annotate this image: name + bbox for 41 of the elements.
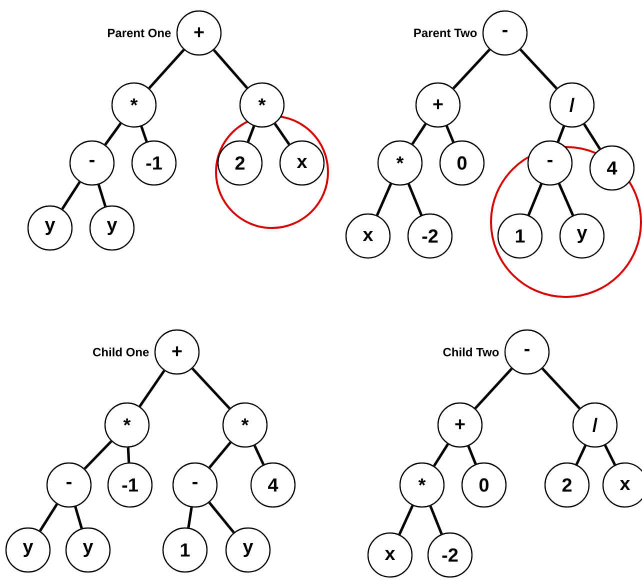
tree-edge (429, 505, 443, 534)
tree-title: Parent One (108, 28, 171, 38)
tree-edge (187, 507, 193, 528)
tree-title: Parent Two (414, 28, 477, 38)
tree-edge (575, 444, 587, 466)
tree-edge (84, 440, 112, 470)
tree-edge (452, 48, 491, 90)
tree-edge (126, 447, 130, 462)
tree-edge (246, 126, 256, 142)
tree-edge (445, 125, 455, 143)
tree-edge (104, 122, 122, 146)
tree-edge (208, 442, 232, 468)
tree-edge (556, 126, 566, 142)
tree-edge (140, 126, 148, 142)
tree-title: Child Two (443, 348, 499, 356)
tree-edge (61, 181, 81, 210)
tree-edge (274, 122, 290, 146)
tree-edge (191, 368, 231, 410)
tree-edge (398, 505, 414, 535)
tree-edge (376, 183, 392, 216)
tree-edge (138, 370, 166, 408)
tree-edge (541, 368, 581, 410)
tree-title: Child One (93, 348, 149, 356)
tree-edge (74, 506, 83, 529)
node-label: 4 (607, 161, 618, 175)
tree-edge (148, 48, 185, 90)
tree-edge (411, 123, 427, 145)
tree-edge (212, 49, 248, 89)
tree-edge (407, 183, 423, 216)
tree-edge (604, 444, 616, 466)
tree-edge (253, 444, 265, 466)
tree-edge (433, 443, 450, 467)
tree-edge (474, 368, 513, 410)
tree-edge (527, 183, 543, 216)
tree-edge (519, 48, 558, 90)
tree-edge (208, 502, 235, 534)
tree-edge (38, 503, 58, 532)
tree-edge (97, 184, 107, 207)
tree-edge (467, 445, 477, 464)
tree-edge (558, 183, 574, 216)
tree-edge (583, 123, 601, 150)
